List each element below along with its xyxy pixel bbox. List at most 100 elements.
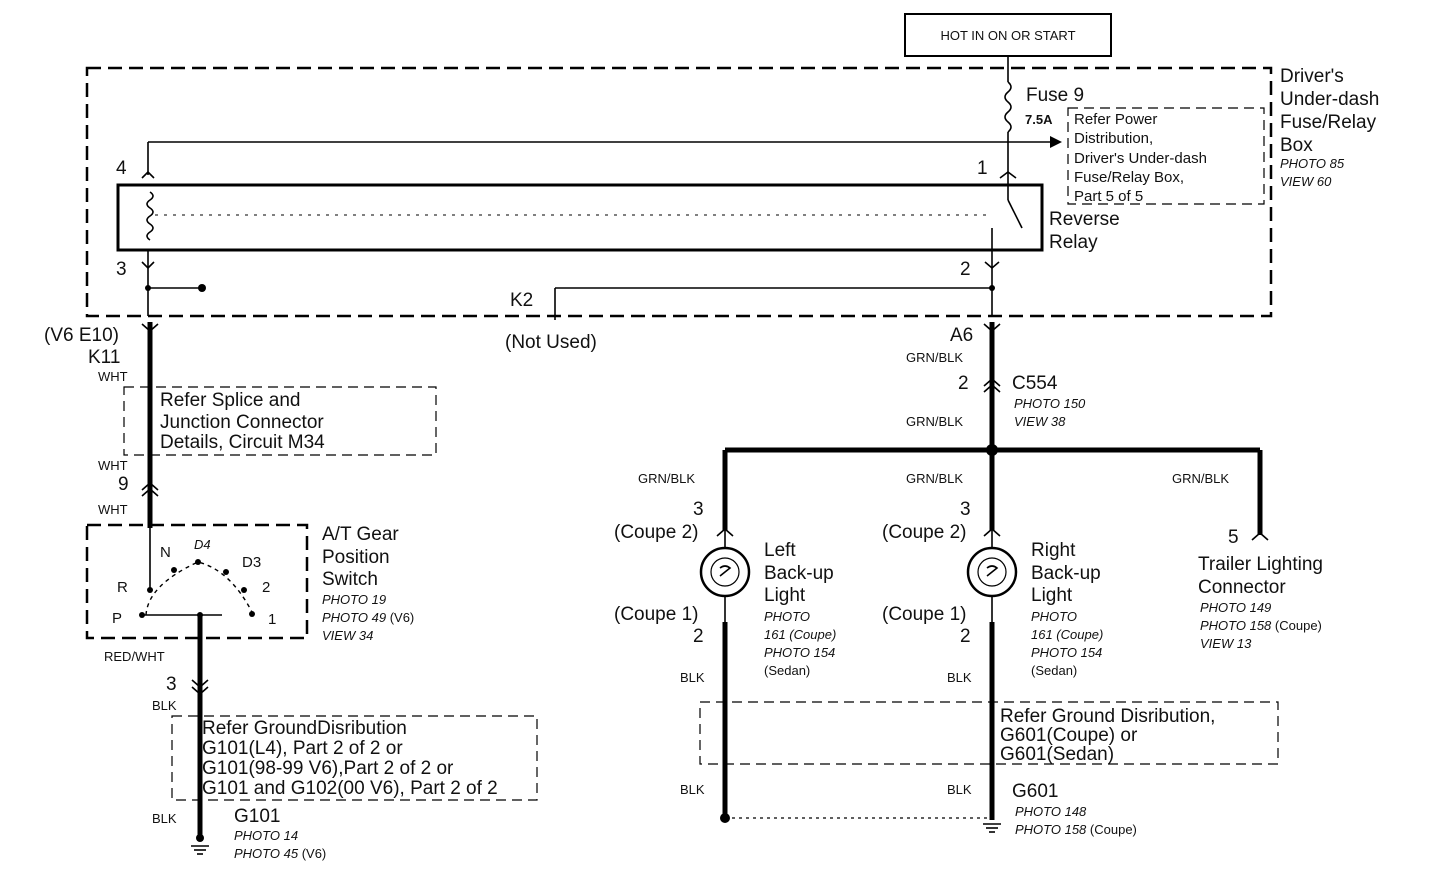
- gear-arc: [145, 561, 253, 616]
- relay-pin-4: 4: [116, 158, 127, 179]
- svg-text:Refer GroundDisribution: Refer GroundDisribution: [202, 718, 407, 739]
- svg-text:Refer Splice and: Refer Splice and: [160, 390, 300, 411]
- svg-text:P: P: [112, 610, 122, 627]
- ground-icon-g601: [983, 823, 1001, 833]
- wire-wht-1: WHT: [98, 369, 128, 384]
- g601-photo2: PHOTO 158 (Coupe): [1015, 822, 1137, 837]
- svg-text:R: R: [117, 579, 128, 596]
- wire-blk-r1: BLK: [947, 670, 972, 685]
- refer-ground-right-text: Refer Ground Disribution, G601(Coupe) or…: [1000, 706, 1215, 765]
- refer-power-box: [1067, 107, 1265, 205]
- svg-text:Box: Box: [1280, 135, 1313, 156]
- wire-wht-2: WHT: [98, 458, 128, 473]
- right-light-pin-top: 3: [960, 499, 971, 520]
- svg-text:G101(L4), Part 2 of 2 or: G101(L4), Part 2 of 2 or: [202, 738, 403, 759]
- relay-pin-3: 3: [116, 259, 127, 280]
- svg-text:Distribution,: Distribution,: [1074, 130, 1153, 147]
- svg-text:Fuse/Relay: Fuse/Relay: [1280, 112, 1377, 133]
- fuse-relay-box-outline: [85, 66, 1273, 318]
- a6-label: A6: [950, 325, 973, 346]
- c554-photo: PHOTO 150: [1014, 396, 1086, 411]
- g601-photo1: PHOTO 148: [1015, 804, 1087, 819]
- svg-text:Refer Power: Refer Power: [1074, 111, 1157, 128]
- ground-icon-g101: [191, 834, 209, 855]
- svg-text:(Sedan): (Sedan): [1031, 663, 1077, 678]
- svg-text:Driver's Under-dash: Driver's Under-dash: [1074, 150, 1207, 167]
- wire-grn-blk-3: GRN/BLK: [638, 471, 695, 486]
- k11-label: K11: [88, 347, 120, 368]
- g101-photo2: PHOTO 45 (V6): [234, 846, 326, 861]
- v6-e10-label: (V6 E10): [44, 325, 119, 346]
- svg-text:1: 1: [268, 611, 276, 628]
- hot-label: HOT IN ON OR START: [940, 28, 1075, 43]
- svg-text:G101(98-99 V6),Part 2 of 2 or: G101(98-99 V6),Part 2 of 2 or: [202, 758, 454, 779]
- svg-text:Junction Connector: Junction Connector: [160, 412, 324, 433]
- not-used-label: (Not Used): [505, 332, 597, 353]
- connector-chevrons: [141, 170, 1269, 696]
- refer-splice-text: Refer Splice and Junction Connector Deta…: [160, 390, 325, 453]
- refer-splice-box: [123, 386, 437, 456]
- wire-red-wht: RED/WHT: [104, 649, 165, 664]
- left-light-pin-top: 3: [693, 499, 704, 520]
- c554-view: VIEW 38: [1014, 414, 1066, 429]
- svg-text:PHOTO 154: PHOTO 154: [1031, 645, 1102, 660]
- fuse-symbol: [1004, 81, 1012, 133]
- svg-text:Switch: Switch: [322, 569, 378, 590]
- svg-text:Left: Left: [764, 540, 796, 561]
- g101-photo1: PHOTO 14: [234, 828, 298, 843]
- svg-text:Position: Position: [322, 547, 390, 568]
- svg-text:Back-up: Back-up: [764, 563, 834, 584]
- gear-switch-box: [85, 523, 309, 640]
- gear-positions: P R N D4 D3 2 1: [112, 537, 276, 628]
- relay-name-1: Reverse: [1049, 209, 1120, 230]
- g101-label: G101: [234, 806, 280, 827]
- svg-text:D4: D4: [194, 537, 211, 552]
- wire-blk-left-2: BLK: [152, 811, 177, 826]
- svg-text:PHOTO 85: PHOTO 85: [1280, 156, 1345, 171]
- svg-text:G601(Coupe) or: G601(Coupe) or: [1000, 725, 1138, 746]
- connector-pin-9: 9: [118, 474, 129, 495]
- wire-blk-left-1: BLK: [152, 698, 177, 713]
- relay-switch-contact: [1007, 199, 1023, 229]
- wire-blk-l2: BLK: [680, 782, 705, 797]
- gear-switch-label: A/T Gear Position Switch PHOTO 19 PHOTO …: [322, 524, 414, 643]
- svg-text:PHOTO 149: PHOTO 149: [1200, 600, 1271, 615]
- svg-text:G601(Sedan): G601(Sedan): [1000, 744, 1114, 765]
- svg-text:Details, Circuit M34: Details, Circuit M34: [160, 432, 325, 453]
- svg-text:PHOTO 154: PHOTO 154: [764, 645, 835, 660]
- svg-text:VIEW 34: VIEW 34: [322, 628, 373, 643]
- svg-text:Trailer Lighting: Trailer Lighting: [1198, 554, 1323, 575]
- c554-label: C554: [1012, 373, 1058, 394]
- svg-text:161 (Coupe): 161 (Coupe): [764, 627, 836, 642]
- left-light-pin-bottom: 2: [693, 626, 704, 647]
- svg-text:N: N: [160, 544, 171, 561]
- relay-pin-1: 1: [977, 158, 988, 179]
- left-light-coupe-bottom: (Coupe 1): [614, 604, 699, 625]
- wire-blk-r2: BLK: [947, 782, 972, 797]
- refer-ground-left-text: Refer GroundDisribution G101(L4), Part 2…: [202, 718, 498, 799]
- hot-label-box: [904, 13, 1112, 57]
- wire-grn-blk-2: GRN/BLK: [906, 414, 963, 429]
- svg-text:(Sedan): (Sedan): [764, 663, 810, 678]
- svg-text:G101 and G102(00 V6), Part 2 o: G101 and G102(00 V6), Part 2 of 2: [202, 778, 498, 799]
- svg-text:Refer Ground Disribution,: Refer Ground Disribution,: [1000, 706, 1215, 727]
- svg-text:Connector: Connector: [1198, 577, 1286, 598]
- left-light-coupe-top: (Coupe 2): [614, 522, 699, 543]
- svg-text:2: 2: [262, 579, 270, 596]
- svg-text:PHOTO: PHOTO: [1031, 609, 1077, 624]
- svg-text:Light: Light: [764, 585, 806, 606]
- refer-ground-right-box: [699, 701, 1279, 765]
- wire-wht-3: WHT: [98, 502, 128, 517]
- reverse-relay: [116, 183, 1044, 252]
- relay-coil-symbol: [146, 191, 154, 241]
- refer-ground-left-box: [171, 715, 538, 801]
- right-light-pin-bottom: 2: [960, 626, 971, 647]
- svg-text:161 (Coupe): 161 (Coupe): [1031, 627, 1103, 642]
- svg-text:Right: Right: [1031, 540, 1076, 561]
- fuse-name: Fuse 9: [1026, 85, 1084, 106]
- fuse-rating: 7.5A: [1025, 112, 1053, 127]
- svg-text:Under-dash: Under-dash: [1280, 89, 1379, 110]
- wire-blk-l1: BLK: [680, 670, 705, 685]
- svg-text:Light: Light: [1031, 585, 1073, 606]
